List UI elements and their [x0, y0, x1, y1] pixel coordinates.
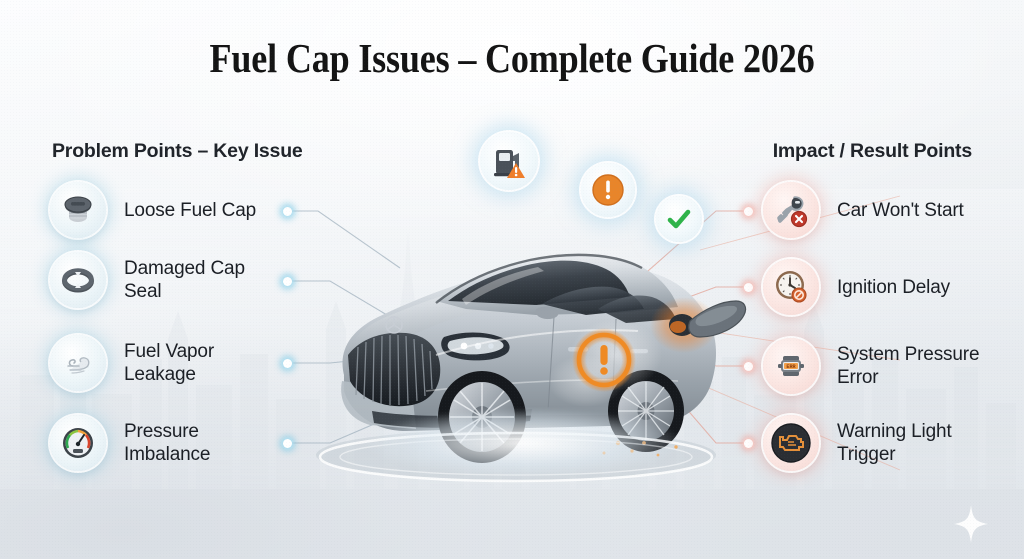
car-key-error-icon	[763, 182, 819, 238]
connector-dot-right-3	[744, 362, 753, 371]
problem-point-4[interactable]: Pressure Imbalance	[50, 415, 210, 471]
left-column-header: Problem Points – Key Issue	[52, 140, 303, 162]
right-column-header: Impact / Result Points	[772, 140, 973, 162]
connector-dot-left-1	[283, 207, 292, 216]
pressure-gauge-icon	[50, 415, 106, 471]
connector-dot-left-4	[283, 439, 292, 448]
page-title: Fuel Cap Issues – Complete Guide 2026	[209, 35, 815, 81]
connector-dot-left-3	[283, 359, 292, 368]
floating-icon-fuel-pump-warning	[480, 132, 538, 190]
fuel-cap-icon	[50, 182, 106, 238]
clock-delay-icon	[763, 259, 819, 315]
impact-point-4[interactable]: Warning Light Trigger	[763, 415, 952, 471]
problem-point-1-label: Loose Fuel Cap	[124, 199, 257, 221]
impact-point-1[interactable]: Car Won't Start	[763, 182, 964, 238]
impact-point-3[interactable]: ERR System Pressure Error	[763, 338, 980, 394]
orange-alert-badge-icon	[592, 174, 624, 206]
open-fuel-flap	[650, 297, 747, 353]
impact-point-4-label: Warning Light Trigger	[837, 421, 952, 465]
luxury-sedan-illustration	[286, 205, 756, 505]
problem-point-2-label: Damaged Cap Seal	[124, 258, 245, 302]
connector-dot-right-4	[744, 439, 753, 448]
impact-point-3-label: System Pressure Error	[837, 344, 980, 388]
check-engine-light-icon	[763, 415, 819, 471]
problem-point-4-label: Pressure Imbalance	[124, 421, 211, 465]
problem-point-3[interactable]: Fuel Vapor Leakage	[50, 335, 214, 391]
problem-point-1[interactable]: Loose Fuel Cap	[50, 182, 256, 238]
connector-dot-right-2	[744, 283, 753, 292]
gasket-seal-icon	[50, 252, 106, 308]
problem-point-3-label: Fuel Vapor Leakage	[124, 341, 215, 385]
vapor-leak-icon	[50, 335, 106, 391]
problem-point-2[interactable]: Damaged Cap Seal	[50, 252, 245, 308]
connector-dot-right-1	[744, 207, 753, 216]
impact-point-2[interactable]: Ignition Delay	[763, 259, 950, 315]
svg-text:ERR: ERR	[786, 364, 796, 370]
connector-dot-left-2	[283, 277, 292, 286]
green-check-icon	[667, 209, 691, 229]
car-floor-glow	[298, 395, 748, 491]
sparkle-decoration	[954, 505, 988, 543]
floating-icon-alert-badge	[581, 163, 635, 217]
impact-point-2-label: Ignition Delay	[837, 276, 951, 298]
floating-icon-green-check	[656, 196, 702, 242]
fuel-pump-warning-icon	[494, 150, 525, 178]
impact-point-1-label: Car Won't Start	[837, 199, 964, 221]
alert-overlay-on-door	[572, 328, 636, 392]
pressure-sensor-icon: ERR	[763, 338, 819, 394]
